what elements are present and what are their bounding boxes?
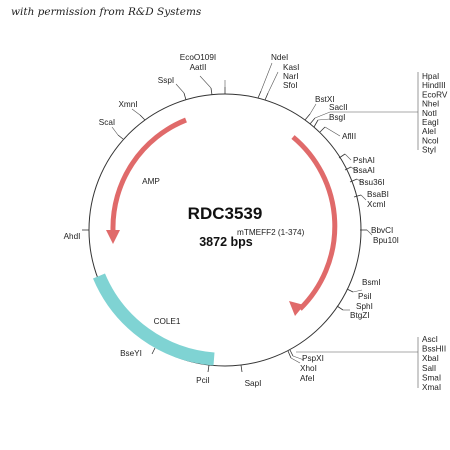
site-label-ncoi: NcoI bbox=[422, 136, 439, 145]
feature-label-amp: AMP bbox=[142, 177, 160, 186]
site-label-ecorv: EcoRV bbox=[422, 90, 448, 99]
site-label-psii: PsiI bbox=[358, 292, 372, 301]
site-label-ecoo109i: EcoO109I bbox=[180, 53, 216, 62]
site-label-bseyi: BseYI bbox=[120, 349, 142, 358]
plasmid-size: 3872 bps bbox=[199, 235, 253, 249]
plasmid-name: RDC3539 bbox=[188, 204, 263, 223]
site-label-pshai: PshAI bbox=[353, 156, 375, 165]
site-label-sphi: SphI bbox=[356, 302, 373, 311]
feature-label-insert: mTMEFF2 (1-374) bbox=[237, 228, 305, 237]
site-label-bsgi: BsgI bbox=[329, 113, 345, 122]
site-label-eagi: EagI bbox=[422, 118, 439, 127]
site-label-ahdi: AhdI bbox=[64, 232, 81, 241]
site-label-ndei: NdeI bbox=[271, 53, 288, 62]
feature-label-ori: COLE1 bbox=[154, 317, 181, 326]
site-label-scai: ScaI bbox=[99, 118, 115, 127]
insert-arrow-head bbox=[289, 301, 304, 316]
site-label-xbai: XbaI bbox=[422, 354, 439, 363]
site-label-alei: AleI bbox=[422, 127, 436, 136]
amp-gene-arrow bbox=[110, 117, 187, 231]
site-label-styi: StyI bbox=[422, 146, 436, 155]
site-label-sapi: SapI bbox=[245, 379, 262, 388]
site-label-aatii: AatII bbox=[190, 63, 207, 72]
site-label-bstxi: BstXI bbox=[315, 95, 335, 104]
site-label-kasi: KasI bbox=[283, 63, 299, 72]
site-label-sacii: SacII bbox=[329, 103, 348, 112]
site-label-xcmi: XcmI bbox=[367, 200, 386, 209]
leader-lines bbox=[111, 62, 419, 388]
site-label-xmai: XmaI bbox=[422, 383, 441, 392]
site-label-sspi: SspI bbox=[158, 76, 174, 85]
site-label-bsaai: BsaAI bbox=[353, 166, 375, 175]
site-label-btgzi: BtgZI bbox=[350, 311, 370, 320]
site-label-bsu36i: Bsu36I bbox=[359, 178, 385, 187]
site-label-afei: AfeI bbox=[300, 374, 315, 383]
site-label-pcii: PciI bbox=[196, 376, 210, 385]
site-label-sali: SalI bbox=[422, 364, 436, 373]
site-label-bsabi: BsaBI bbox=[367, 190, 389, 199]
site-label-sfoi: SfoI bbox=[283, 81, 298, 90]
site-label-bbvci: BbvCI bbox=[371, 226, 393, 235]
site-label-smai: SmaI bbox=[422, 373, 441, 382]
site-ticks bbox=[82, 87, 367, 373]
site-label-asci: AscI bbox=[422, 335, 438, 344]
insert-gene-arrow bbox=[291, 135, 338, 311]
ori-arc bbox=[93, 273, 215, 366]
site-label-xhoi: XhoI bbox=[300, 364, 317, 373]
site-label-nhei: NheI bbox=[422, 100, 439, 109]
permission-caption: with permission from R&D Systems bbox=[11, 6, 202, 18]
amp-arrow-head bbox=[106, 230, 120, 244]
site-label-nari: NarI bbox=[283, 72, 298, 81]
site-label-bsshii: BssHII bbox=[422, 345, 446, 354]
site-label-noti: NotI bbox=[422, 109, 437, 118]
site-label-hpai: HpaI bbox=[422, 72, 439, 81]
site-label-bsmi: BsmI bbox=[362, 278, 381, 287]
site-label-hindiii: HindIII bbox=[422, 81, 446, 90]
site-label-aflii: AflII bbox=[342, 132, 356, 141]
site-label-xmni: XmnI bbox=[118, 100, 137, 109]
site-label-pspxi: PspXI bbox=[302, 354, 324, 363]
site-label-bpu10i: Bpu10I bbox=[373, 236, 399, 245]
